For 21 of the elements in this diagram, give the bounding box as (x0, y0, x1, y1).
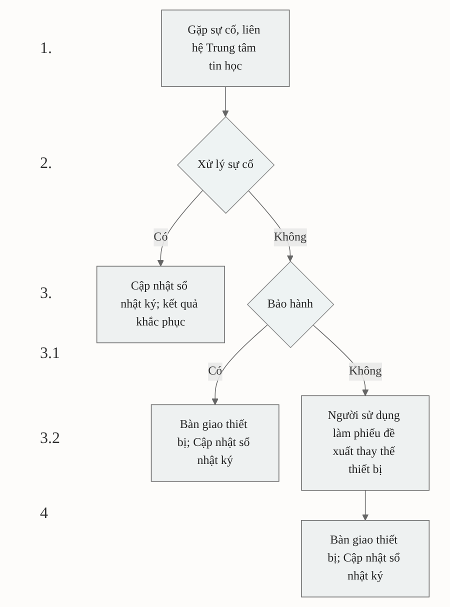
node-box: Cập nhật sổ nhật ký; kết quả khắc phục (96, 266, 225, 344)
node-box: Bàn giao thiết bị; Cập nhật sổ nhật ký (301, 520, 430, 598)
step-number: 2. (40, 155, 52, 173)
node-diamond: Bảo hành (246, 260, 334, 348)
edge-label: Có (154, 230, 168, 244)
step-number: 1. (40, 40, 52, 58)
arrow (222, 86, 229, 117)
node-box: Người sử dụng làm phiếu đề xuất thay thế thiết bị (301, 395, 430, 491)
step-number: 3.2 (40, 430, 60, 448)
step-number: 3. (40, 285, 52, 303)
edge-label: Không (274, 230, 307, 244)
arrow (157, 190, 203, 266)
edge-label: Không (348, 364, 382, 378)
step-number: 3.1 (40, 345, 60, 363)
node-box: Bàn giao thiết bị; Cập nhật sổ nhật ký (150, 404, 280, 482)
arrow (212, 324, 268, 406)
edge-label: Có (208, 364, 222, 378)
step-number: 4 (40, 505, 48, 523)
arrow (362, 490, 369, 521)
node-diamond: Xử lý sự cố (176, 116, 275, 214)
node-box: Gặp sự cố, liên hệ Trung tâm tin học (161, 10, 290, 87)
